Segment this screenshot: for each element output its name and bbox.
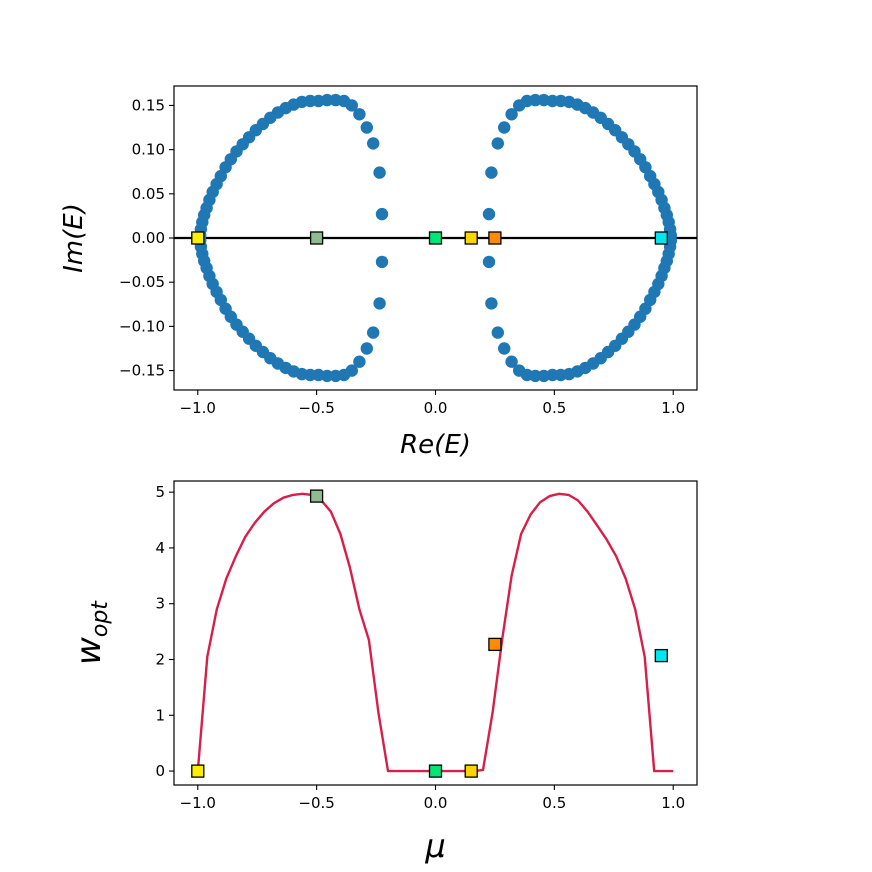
y-tick-label: −0.05	[119, 273, 165, 291]
square-marker	[488, 231, 502, 245]
square-marker	[654, 648, 668, 663]
eigenvalue-point	[491, 326, 504, 339]
x-axis-label: Re(E)	[400, 430, 471, 460]
eigenvalue-point	[373, 297, 386, 310]
eigenvalue-point	[360, 121, 373, 134]
eigenvalue-point	[485, 297, 498, 310]
y-tick-label: 2	[155, 650, 165, 668]
eigenvalue-point	[360, 342, 373, 355]
x-tick-label: −1.0	[180, 794, 216, 812]
x-tick-label: 0.5	[542, 794, 566, 812]
plot-area	[174, 93, 697, 383]
x-tick-label: 1.0	[661, 399, 685, 417]
eigenvalue-point	[505, 355, 518, 368]
x-tick-label: −1.0	[180, 399, 216, 417]
complex-plane-panel: −1.0 −0.5 0.0 0.5 1.0 −0.15 −0.10 −0.05 0.00 0.05…	[59, 85, 698, 460]
y-tick-label: −0.10	[119, 317, 165, 335]
y-axis-label-subscript: opt	[88, 600, 113, 637]
eigenvalue-point	[498, 121, 511, 134]
x-tick-label: −0.5	[298, 399, 334, 417]
y-tick-label: 5	[155, 483, 165, 501]
eigenvalue-point	[498, 342, 511, 355]
y-tick-label: 0.10	[132, 141, 165, 159]
y-tick-label: 4	[155, 539, 165, 557]
x-tick-label: 0.5	[542, 399, 566, 417]
square-marker	[464, 231, 478, 245]
square-marker	[191, 764, 205, 778]
eigenvalue-point	[329, 93, 342, 107]
y-axis-label: Im(E)	[59, 203, 89, 273]
y-axis-label: wopt	[69, 600, 113, 665]
eigenvalue-point	[375, 207, 389, 221]
square-marker	[191, 231, 205, 245]
y-tick-label: 0.00	[132, 229, 165, 247]
x-tick-label: 0.0	[424, 794, 448, 812]
square-marker	[488, 637, 502, 652]
square-marker	[309, 231, 324, 245]
y-tick-label: 3	[155, 595, 165, 613]
eigenvalue-point	[353, 108, 366, 121]
eigenvalue-point	[482, 207, 496, 221]
y-tick-label: 1	[155, 706, 165, 724]
eigenvalue-point	[485, 166, 498, 179]
square-marker	[309, 489, 324, 503]
plot-area	[196, 492, 674, 773]
eigenvalue-point	[329, 369, 342, 383]
y-tick-label: 0.15	[132, 96, 165, 114]
x-tick-label: −0.5	[298, 794, 334, 812]
w-opt-panel: −1.0 −0.5 0.0 0.5 1.0 0 1 2 3 4 5 μ wopt	[69, 480, 698, 865]
eigenvalue-point	[482, 255, 496, 269]
square-marker	[428, 231, 443, 245]
y-tick-label: −0.15	[119, 362, 165, 380]
eigenvalue-point	[529, 369, 542, 383]
eigenvalue-point	[375, 255, 389, 269]
x-tick-label: 0.0	[424, 399, 448, 417]
eigenvalue-point	[491, 137, 504, 150]
y-tick-label: 0	[155, 762, 165, 780]
eigenvalue-point	[367, 137, 380, 150]
square-marker	[654, 231, 668, 245]
square-marker	[464, 764, 478, 778]
series-line	[196, 492, 674, 773]
y-tick-label: 0.05	[132, 185, 165, 203]
eigenvalue-point	[529, 93, 542, 107]
x-axis-label: μ	[424, 827, 445, 865]
y-axis-label-main: w	[69, 637, 109, 665]
eigenvalue-point	[505, 108, 518, 121]
eigenvalue-point	[353, 355, 366, 368]
eigenvalue-point	[367, 326, 380, 339]
x-tick-label: 1.0	[661, 794, 685, 812]
square-marker	[428, 764, 443, 778]
eigenvalue-point	[373, 166, 386, 179]
